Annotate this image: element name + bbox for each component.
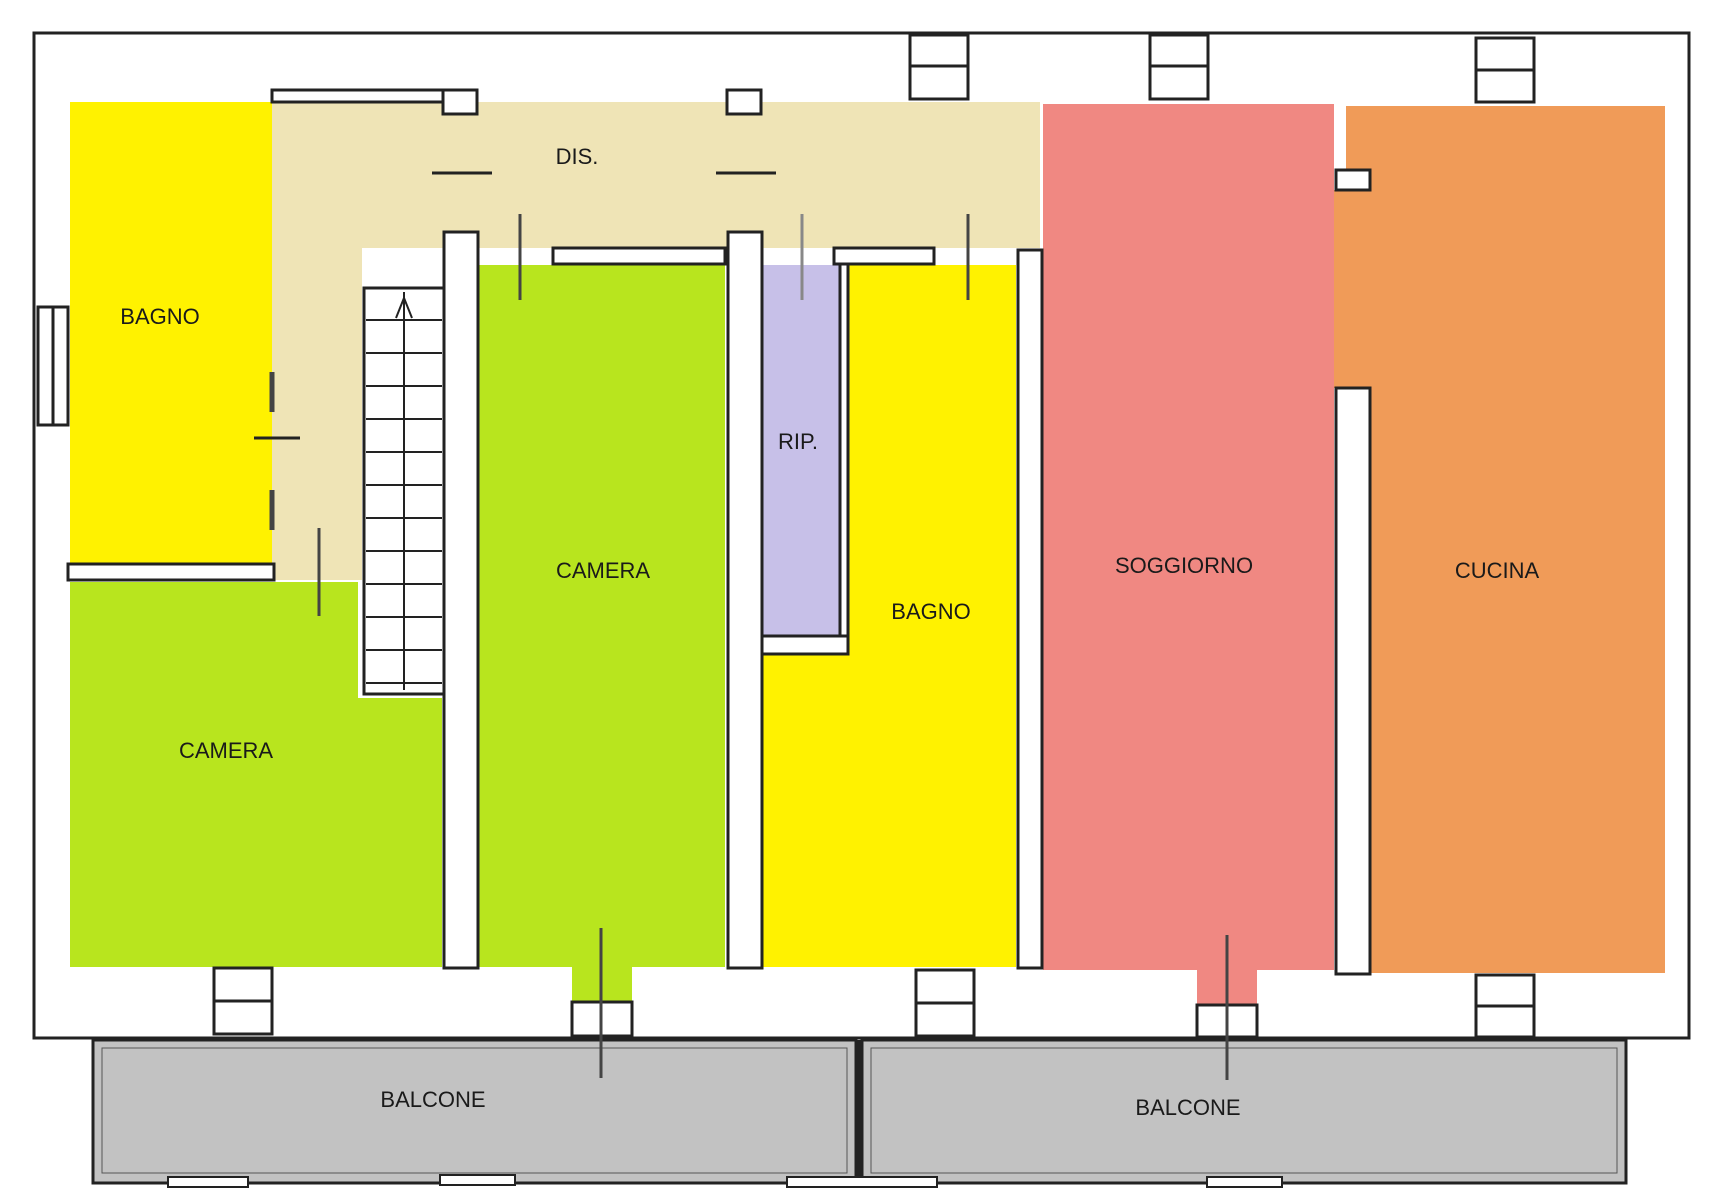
interior-walls — [66, 88, 1372, 976]
balcony-rail-mark-4 — [1206, 1176, 1283, 1188]
wall-rip-bottom — [760, 634, 850, 656]
wall-notch-top-2 — [725, 88, 763, 116]
wall-dis-top-left — [270, 88, 446, 104]
label-dis: DIS. — [556, 144, 599, 169]
label-camera-left: CAMERA — [179, 738, 273, 763]
label-camera-center: CAMERA — [556, 558, 650, 583]
balcony-rail-mark-3 — [786, 1176, 938, 1188]
label-bagno-left: BAGNO — [120, 304, 199, 329]
wall-cucina-stub — [1334, 168, 1372, 192]
label-bagno-center: BAGNO — [891, 599, 970, 624]
wall-bagno-soggiorno — [1016, 248, 1044, 970]
wall-rip-top — [832, 246, 936, 266]
room-cucina-area — [1334, 106, 1665, 973]
wall-notch-top-1 — [441, 88, 479, 116]
staircase-arrow-icon — [395, 295, 413, 319]
room-camera-left-area — [70, 582, 442, 967]
staircase-steps — [366, 319, 442, 684]
wall-rip-bagno — [838, 262, 850, 656]
room-camera-center-area — [478, 265, 725, 1002]
balcony-rail-mark-2 — [439, 1174, 516, 1186]
wall-soggiorno-cucina — [1334, 386, 1372, 976]
label-rip: RIP. — [778, 429, 818, 454]
staircase — [362, 286, 446, 696]
wall-camera-rip — [726, 230, 764, 970]
balcony-left-inner — [101, 1047, 848, 1174]
balcony-rail-mark-1 — [167, 1176, 249, 1188]
door-marks — [254, 171, 1229, 1080]
label-balcone-left: BALCONE — [380, 1087, 485, 1112]
room-dis-area — [272, 102, 1040, 580]
room-bagno-center-area — [763, 265, 1016, 967]
balconies — [91, 1038, 1628, 1188]
rooms — [70, 102, 1665, 1005]
label-soggiorno: SOGGIORNO — [1115, 553, 1253, 578]
label-balcone-right: BALCONE — [1135, 1095, 1240, 1120]
room-labels: DIS. BAGNO CAMERA CAMERA RIP. BAGNO SOGG… — [120, 144, 1539, 1120]
label-cucina: CUCINA — [1455, 558, 1540, 583]
balcony-right-inner — [870, 1047, 1618, 1174]
room-rip-area — [763, 265, 840, 635]
wall-camera-center-top — [551, 246, 727, 266]
balcony-left-area — [91, 1038, 858, 1185]
room-bagno-left-area — [70, 102, 272, 564]
wall-stair-right — [442, 230, 480, 970]
wall-bagno-camera-left — [66, 562, 276, 582]
room-soggiorno-area — [1043, 104, 1334, 1005]
balcony-right-area — [860, 1038, 1628, 1185]
